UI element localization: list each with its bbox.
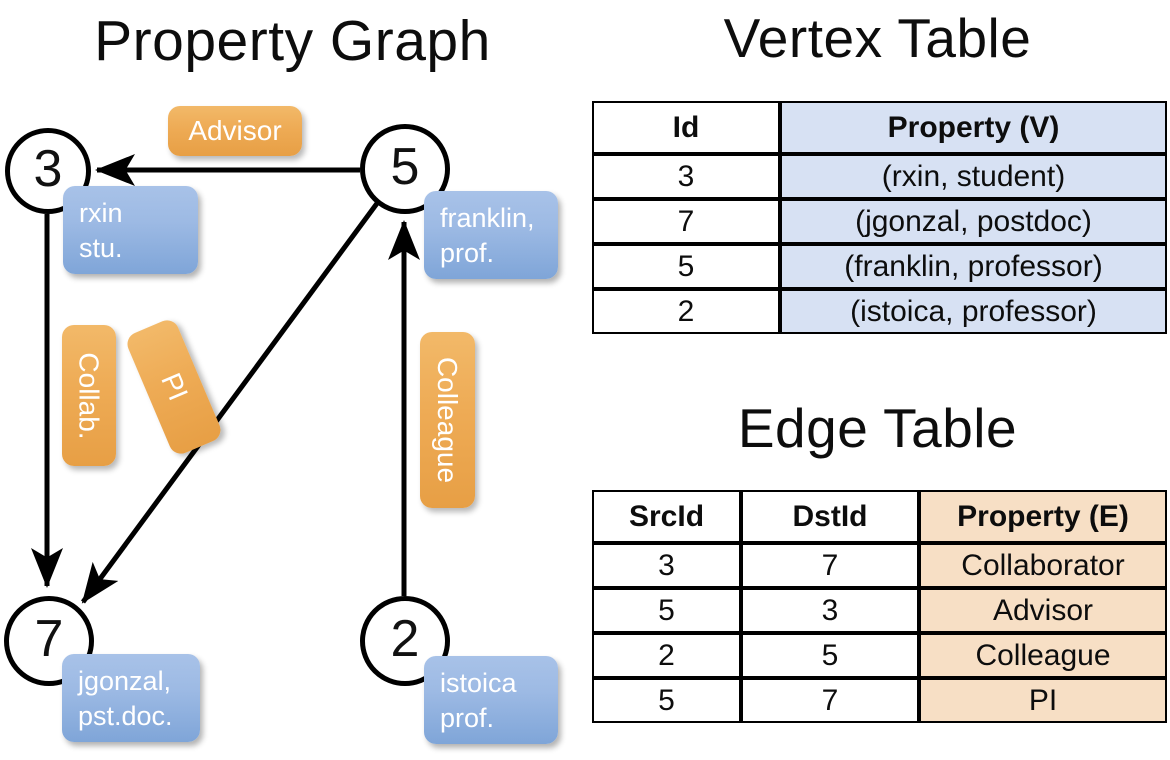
table-row: 5 7 PI — [592, 678, 1167, 723]
edge-cell-property: Colleague — [919, 633, 1167, 678]
edge-label-advisor-text: Advisor — [188, 115, 282, 146]
edge-cell-property: Collaborator — [919, 543, 1167, 588]
vertex-cell-id: 5 — [592, 244, 780, 289]
edge-cell-dstid: 7 — [741, 543, 919, 588]
page-title-vertex-table: Vertex Table — [723, 7, 1032, 69]
edge-cell-srcid: 5 — [592, 588, 741, 633]
page-title-edge-table: Edge Table — [737, 397, 1018, 459]
vertex-cell-id: 7 — [592, 199, 780, 244]
vertex-node-5[interactable]: 5 — [360, 124, 450, 214]
edge-label-colleague-text: Colleague — [432, 356, 464, 484]
edge-cell-property: Advisor — [919, 588, 1167, 633]
graph-edge-layer — [31, 154, 420, 604]
table-row: 5 3 Advisor — [592, 588, 1167, 633]
edge-table-header-dstid: DstId — [741, 490, 919, 543]
edge-cell-srcid: 5 — [592, 678, 741, 723]
vertex-cell-property: (franklin, professor) — [780, 244, 1167, 289]
vertex-property-box-2: istoica prof. — [424, 656, 558, 744]
vertex-node-2-label: 2 — [390, 610, 420, 668]
edge-table-header-row: SrcId DstId Property (E) — [592, 490, 1167, 543]
edge-5-to-7-pi — [80, 200, 381, 604]
edge-cell-srcid: 2 — [592, 633, 741, 678]
vertex-cell-property: (jgonzal, postdoc) — [780, 199, 1167, 244]
table-row: 5 (franklin, professor) — [592, 244, 1167, 289]
vertex-table-header-id: Id — [592, 101, 780, 154]
vertex-table-header-row: Id Property (V) — [592, 101, 1167, 154]
edge-label-colleague: Colleague — [420, 332, 475, 508]
page-title-property-graph: Property Graph — [94, 9, 491, 73]
edge-label-collab-text: Collab. — [74, 351, 106, 440]
vertex-property-box-3: rxin stu. — [63, 186, 198, 274]
vertex-property-box-7: jgonzal, pst.doc. — [62, 654, 200, 742]
vertex-node-5-label: 5 — [390, 138, 420, 196]
edge-table: SrcId DstId Property (E) 3 7 Collaborato… — [592, 490, 1167, 723]
edge-cell-srcid: 3 — [592, 543, 741, 588]
edge-label-collab: Collab. — [62, 325, 116, 466]
vertex-table: Id Property (V) 3 (rxin, student) 7 (jgo… — [592, 101, 1167, 334]
vertex-cell-id: 3 — [592, 154, 780, 199]
table-row: 3 7 Collaborator — [592, 543, 1167, 588]
table-row: 2 (istoica, professor) — [592, 289, 1167, 334]
vertex-property-box-5: franklin, prof. — [424, 191, 558, 279]
edge-cell-property: PI — [919, 678, 1167, 723]
vertex-node-7-label: 7 — [34, 610, 64, 668]
edge-table-header-srcid: SrcId — [592, 490, 741, 543]
vertex-table-header-property: Property (V) — [780, 101, 1167, 154]
vertex-cell-id: 2 — [592, 289, 780, 334]
edge-cell-dstid: 3 — [741, 588, 919, 633]
edge-cell-dstid: 5 — [741, 633, 919, 678]
vertex-node-2[interactable]: 2 — [360, 596, 450, 686]
property-graph-diagram: 3 5 7 2 rxin stu. franklin, prof. jgonza… — [4, 106, 558, 744]
table-row: 3 (rxin, student) — [592, 154, 1167, 199]
vertex-cell-property: (istoica, professor) — [780, 289, 1167, 334]
vertex-cell-property: (rxin, student) — [780, 154, 1167, 199]
table-row: 7 (jgonzal, postdoc) — [592, 199, 1167, 244]
edge-cell-dstid: 7 — [741, 678, 919, 723]
edge-table-header-property: Property (E) — [919, 490, 1167, 543]
edge-label-advisor: Advisor — [168, 106, 302, 156]
vertex-node-3-label: 3 — [33, 140, 63, 198]
edge-label-pi-text: PI — [155, 368, 194, 406]
table-row: 2 5 Colleague — [592, 633, 1167, 678]
